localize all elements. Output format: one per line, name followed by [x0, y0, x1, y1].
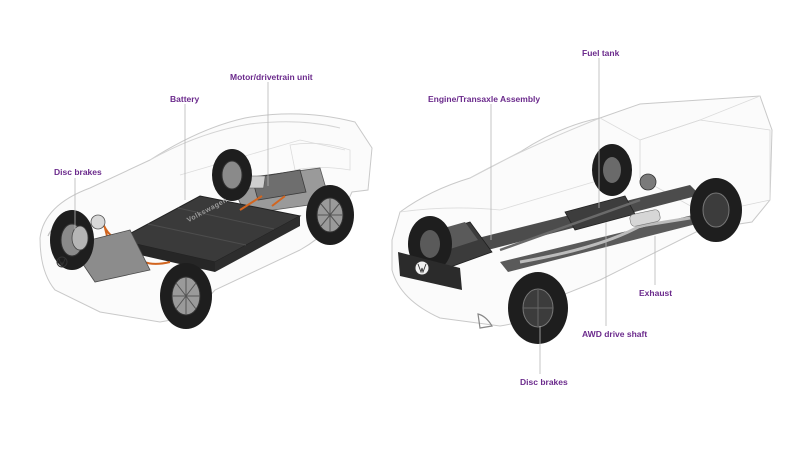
ev-wheel-front-right — [160, 263, 212, 329]
truck-bed — [639, 119, 771, 215]
truck-wheel-rear-left — [592, 144, 632, 196]
label-engine-transaxle: Engine/Transaxle Assembly — [428, 94, 541, 104]
truck-rear-diff — [639, 173, 657, 191]
ev-vehicle — [39, 113, 373, 329]
leader-lines — [74, 58, 656, 374]
ev-disc-brake — [71, 225, 89, 251]
label-awd-drive-shaft: AWD drive shaft — [582, 329, 648, 339]
truck-wheel-rear-right — [690, 178, 742, 242]
ev-wheel-rear-left — [212, 149, 252, 201]
ev-battery-seams — [147, 207, 275, 246]
ev-wheel-rear-right — [306, 185, 354, 245]
ev-front-strut — [90, 214, 106, 230]
label-motor-drivetrain-unit: Motor/drivetrain unit — [230, 72, 313, 82]
ev-side-window — [289, 142, 351, 171]
truck-vehicle — [391, 95, 773, 344]
truck-grille — [398, 252, 462, 290]
truck-bumper-light — [477, 313, 493, 329]
truck-drive-shaft — [499, 198, 641, 252]
ev-battery-end — [215, 216, 300, 272]
ev-windshield — [149, 121, 341, 161]
ev-motor-unit — [251, 169, 307, 201]
label-battery: Battery — [170, 94, 200, 104]
label-exhaust: Exhaust — [639, 288, 673, 298]
truck-muffler — [629, 209, 661, 227]
label-ev-disc-brakes: Disc brakes — [54, 167, 102, 177]
truck-windshield — [469, 117, 601, 179]
truck-wheel-front-right — [508, 272, 568, 344]
truck-hood-line — [399, 179, 601, 213]
ev-vw-logo — [56, 256, 68, 268]
truck-exhaust-pipe — [519, 216, 691, 264]
label-truck-disc-brakes: Disc brakes — [520, 377, 568, 387]
label-fuel-tank: Fuel tank — [582, 48, 620, 58]
